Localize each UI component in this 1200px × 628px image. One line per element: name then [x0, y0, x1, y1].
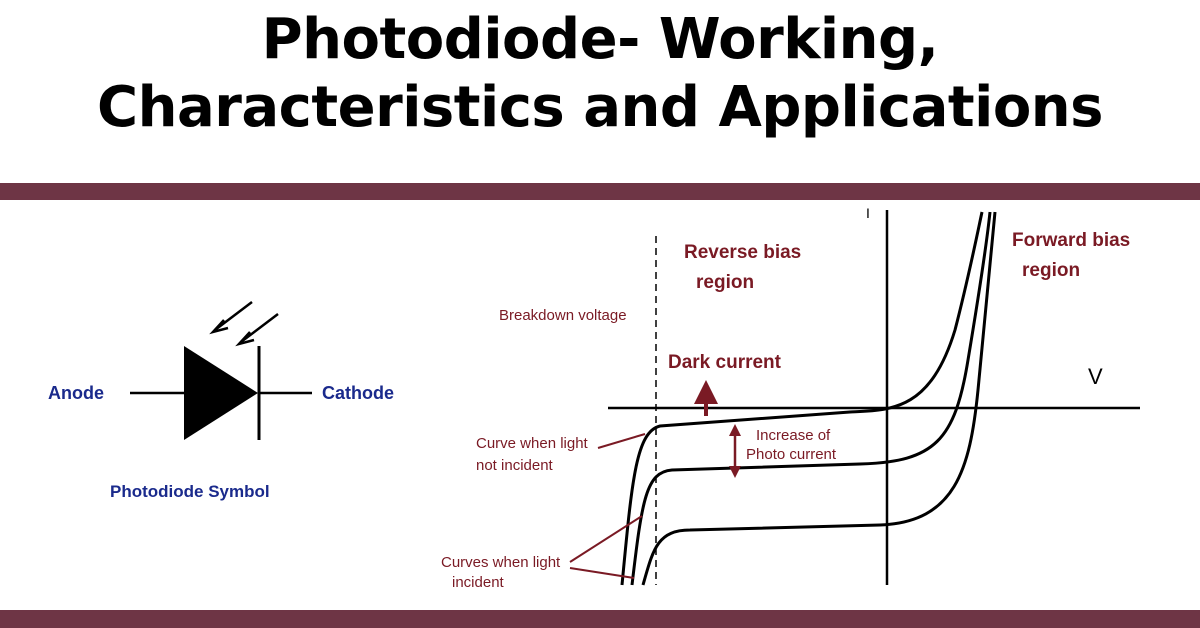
increase-arrow-icon [729, 424, 741, 478]
light-pointer-1 [569, 515, 643, 563]
diagram-canvas: Anode Cathode Photodiode Symbol I V Reve… [48, 205, 1140, 591]
reverse-region-label-2: region [696, 272, 754, 293]
increase-label-2: Photo current [746, 446, 837, 463]
diode-triangle [184, 346, 258, 440]
no-light-label-2: not incident [476, 457, 554, 474]
light-label-2: incident [452, 574, 505, 591]
light-curve-2 [641, 211, 997, 586]
i-axis-label: I [866, 205, 870, 221]
no-light-pointer [597, 433, 646, 449]
light-arrow-icon [209, 301, 253, 335]
v-axis-label: V [1088, 364, 1103, 389]
dark-current-label: Dark current [668, 352, 782, 373]
title-line-2: Characteristics and Applications [97, 75, 1104, 140]
page-title: Photodiode- Working, Characteristics and… [0, 6, 1200, 142]
light-arrow-icon [235, 313, 279, 347]
dark-curve [620, 211, 984, 586]
reverse-region-label-1: Reverse bias [684, 242, 801, 263]
light-label-1: Curves when light [441, 554, 561, 571]
no-light-label-1: Curve when light [476, 435, 589, 452]
title-line-1: Photodiode- Working, [261, 7, 939, 72]
breakdown-label: Breakdown voltage [499, 307, 627, 324]
light-curve-1 [630, 211, 992, 586]
forward-region-label-1: Forward bias [1012, 230, 1130, 251]
light-pointer-2 [569, 567, 635, 579]
increase-label-1: Increase of [756, 427, 831, 444]
top-divider-band [0, 183, 1200, 200]
cathode-label: Cathode [322, 383, 394, 403]
characteristic-graph: I V Reverse bias region Forward bias reg… [441, 205, 1140, 591]
anode-label: Anode [48, 383, 104, 403]
bottom-divider-band [0, 610, 1200, 628]
photodiode-symbol: Anode Cathode Photodiode Symbol [48, 301, 394, 501]
symbol-caption: Photodiode Symbol [110, 482, 270, 501]
forward-region-label-2: region [1022, 260, 1080, 281]
